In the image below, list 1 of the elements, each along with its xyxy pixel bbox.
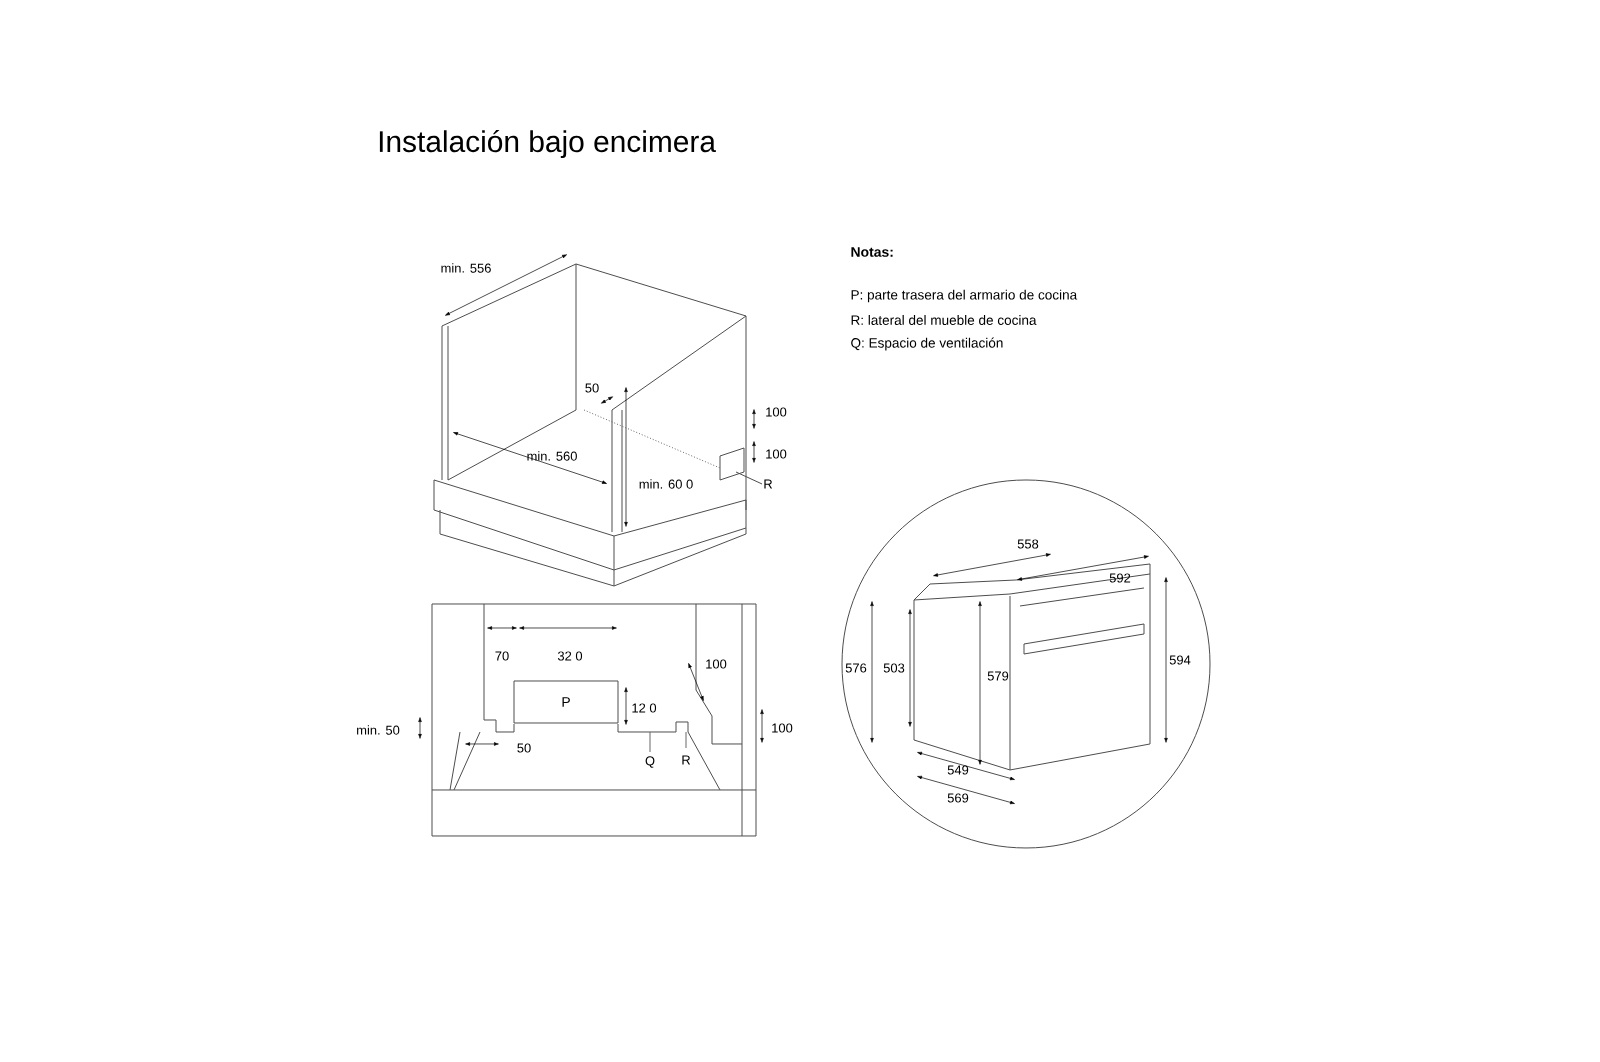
title: Instalación bajo encimera	[379, 129, 716, 159]
